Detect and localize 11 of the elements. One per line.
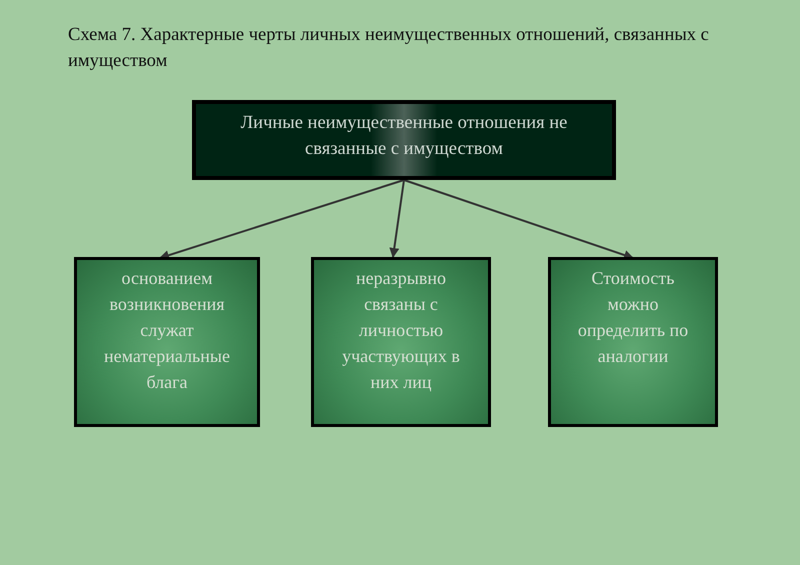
feature-box — [548, 257, 718, 427]
feature-box — [311, 257, 491, 427]
box-text: Личные неимущественные отношения не связанные с имуществом — [240, 112, 568, 161]
box-text: неразрывно связаны с личностью участвующих в них лиц — [341, 267, 461, 394]
box-text: Стоимость можно определить по аналогии — [576, 267, 690, 368]
feature-box — [74, 257, 260, 427]
box-text: основанием возникновения служат нематериальные блага — [103, 267, 231, 394]
arrow — [389, 180, 405, 258]
diagram-title: Схема 7. Характерные черты личных неимущественных отношений, связанных с имуществом — [68, 24, 710, 73]
arrow — [404, 179, 634, 260]
header-box — [192, 100, 616, 180]
